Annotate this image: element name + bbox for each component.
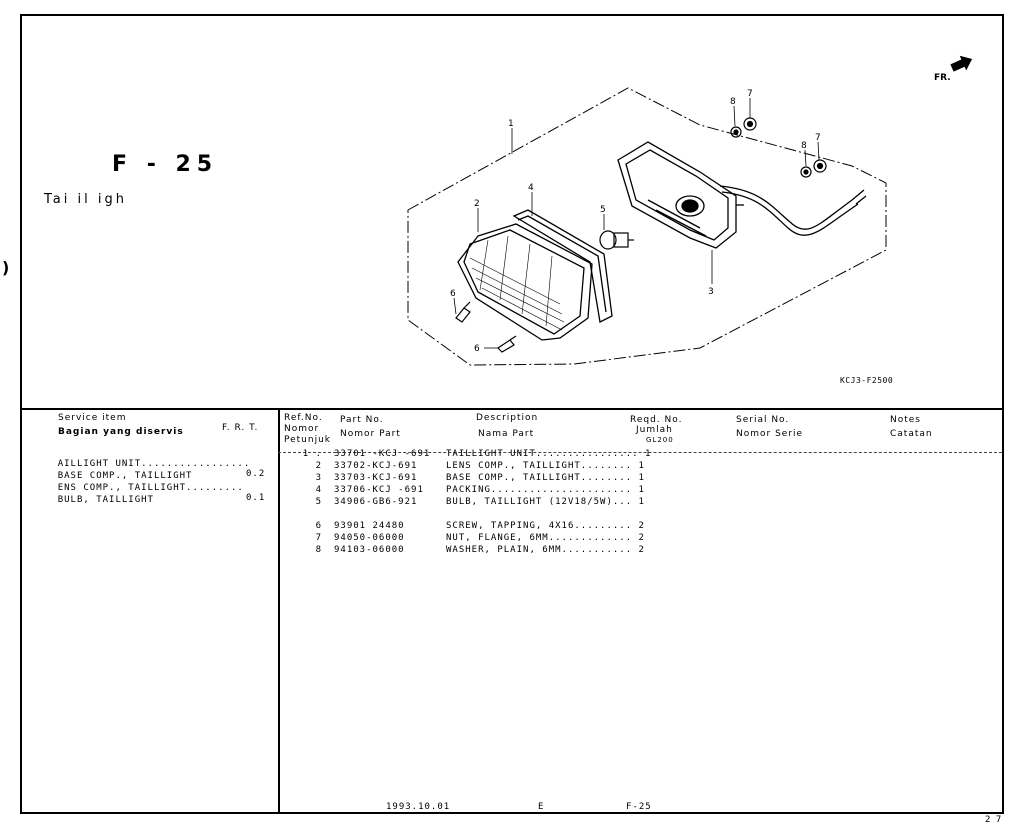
packing-part [512, 209, 613, 323]
header-notes: Notes [890, 415, 921, 425]
service-item-frt: 0.1 [246, 493, 266, 503]
header-ref-no-local-2: Petunjuk [284, 435, 331, 445]
front-direction-arrow [950, 55, 973, 72]
parts-sheet-frame: F - 25 Tai il igh KCJ3-F2500 Service ite… [20, 14, 1004, 814]
header-underline [278, 452, 1002, 453]
fr-label: FR. [934, 73, 951, 83]
table-column-divider [278, 408, 280, 812]
header-service-item: Service item [58, 413, 127, 423]
screw-part [455, 301, 517, 353]
header-part-no-local: Nomor Part [340, 429, 401, 439]
part-description: PACKING...................... 1 [446, 485, 645, 495]
callout-6: 6 [474, 344, 480, 354]
part-ref: 7 [315, 533, 322, 543]
base-comp-part [617, 141, 867, 249]
callout-leaders [453, 98, 820, 349]
header-serial-local: Nomor Serie [736, 429, 804, 439]
service-item-frt: 0.2 [246, 469, 266, 479]
part-ref: 2 [315, 461, 322, 471]
header-part-no: Part No. [340, 415, 384, 425]
header-description-local: Nama Part [478, 429, 535, 439]
assembly-boundary [407, 87, 887, 366]
callout-3: 3 [708, 287, 714, 297]
part-ref: 8 [315, 545, 322, 555]
header-reqd-model: GL200 [646, 436, 674, 444]
header-ref-no-local-1: Nomor [284, 424, 320, 434]
header-service-item-local: Bagian yang diservis [58, 427, 184, 437]
callout-8: 8 [801, 141, 807, 151]
part-number: 94103-06000 [334, 545, 405, 555]
parts-row: 1 . 33701 -KCJ -691 TAILLIGHT UNIT......… [298, 449, 651, 461]
parts-row: 4 33706-KCJ -691 PACKING................… [298, 485, 644, 497]
part-description: LENS COMP., TAILLIGHT........ 1 [446, 461, 645, 471]
nut-washer-part [730, 117, 827, 178]
parts-row: 6 93901 24480 SCREW, TAPPING, 4X16......… [298, 521, 644, 533]
header-ref-no: Ref.No. [284, 413, 323, 423]
header-reqd-no: Reqd. No. [630, 415, 683, 425]
footer-page: F-25 [626, 802, 652, 812]
part-ref: 5 [315, 497, 322, 507]
part-description: NUT, FLANGE, 6MM............. 2 [446, 533, 645, 543]
lens-comp-part [457, 223, 593, 341]
part-number: 33702-KCJ-691 [334, 461, 418, 471]
bulb-part [599, 230, 634, 250]
callout-8: 8 [730, 97, 736, 107]
header-notes-local: Catatan [890, 429, 933, 439]
service-row: BULB, TAILLIGHT [32, 485, 154, 525]
drawing-code: KCJ3-F2500 [840, 376, 894, 385]
service-item-name: ENS COMP., TAILLIGHT......... [57, 483, 244, 493]
header-frt: F. R. T. [222, 423, 259, 433]
part-number: 33703-KCJ-691 [334, 473, 418, 483]
header-description: Description [476, 413, 539, 423]
header-reqd-local: Jumlah [636, 425, 673, 435]
service-row: ENS COMP., TAILLIGHT......... 0.1 [32, 473, 265, 513]
corner-mark: 2 7 [985, 815, 1002, 825]
edge-mark: ) [2, 258, 10, 277]
callout-2: 2 [474, 199, 480, 209]
service-item-name: BASE COMP., TAILLIGHT [57, 471, 193, 481]
part-description: SCREW, TAPPING, 4X16......... 2 [446, 521, 645, 531]
service-row: AILLIGHT UNIT................. 0.2 [32, 449, 265, 489]
part-ref: 6 [315, 521, 322, 531]
callout-4: 4 [528, 183, 534, 193]
part-ref: 1 . [302, 449, 322, 459]
part-number: 34906-GB6-921 [334, 497, 418, 507]
part-number: 33706-KCJ -691 [334, 485, 424, 495]
callout-1: 1 [508, 119, 514, 129]
parts-row: 7 94050-06000 NUT, FLANGE, 6MM..........… [298, 533, 644, 545]
service-row: BASE COMP., TAILLIGHT [32, 461, 192, 501]
footer-edition: E [538, 802, 545, 812]
part-number: 94050-06000 [334, 533, 405, 543]
service-item-name: AILLIGHT UNIT................. [57, 459, 251, 469]
parts-row: 8 94103-06000 WASHER, PLAIN, 6MM........… [298, 545, 644, 557]
part-ref: 3 [315, 473, 322, 483]
part-description: BASE COMP., TAILLIGHT........ 1 [446, 473, 645, 483]
parts-row: 5 34906-GB6-921 BULB, TAILLIGHT (12V18/5… [298, 497, 644, 509]
callout-7: 7 [815, 133, 821, 143]
callout-7: 7 [747, 89, 753, 99]
part-number: 93901 24480 [334, 521, 405, 531]
part-description: WASHER, PLAIN, 6MM........... 2 [446, 545, 645, 555]
table-top-divider [22, 408, 1002, 410]
sheet-subtitle: Tai il igh [44, 192, 127, 207]
service-item-name: BULB, TAILLIGHT [57, 495, 154, 505]
callout-6: 6 [450, 289, 456, 299]
part-description: TAILLIGHT UNIT................ 1 [446, 449, 652, 459]
part-number: 33701 -KCJ -691 [334, 449, 431, 459]
parts-row: 3 33703-KCJ-691 BASE COMP., TAILLIGHT...… [298, 473, 644, 485]
footer-date: 1993.10.01 [386, 802, 451, 812]
header-serial-no: Serial No. [736, 415, 790, 425]
sheet-title: F - 25 [112, 152, 219, 177]
part-description: BULB, TAILLIGHT (12V18/5W)... 1 [446, 497, 645, 507]
parts-row: 2 33702-KCJ-691 LENS COMP., TAILLIGHT...… [298, 461, 644, 473]
part-ref: 4 [315, 485, 322, 495]
callout-5: 5 [600, 205, 606, 215]
